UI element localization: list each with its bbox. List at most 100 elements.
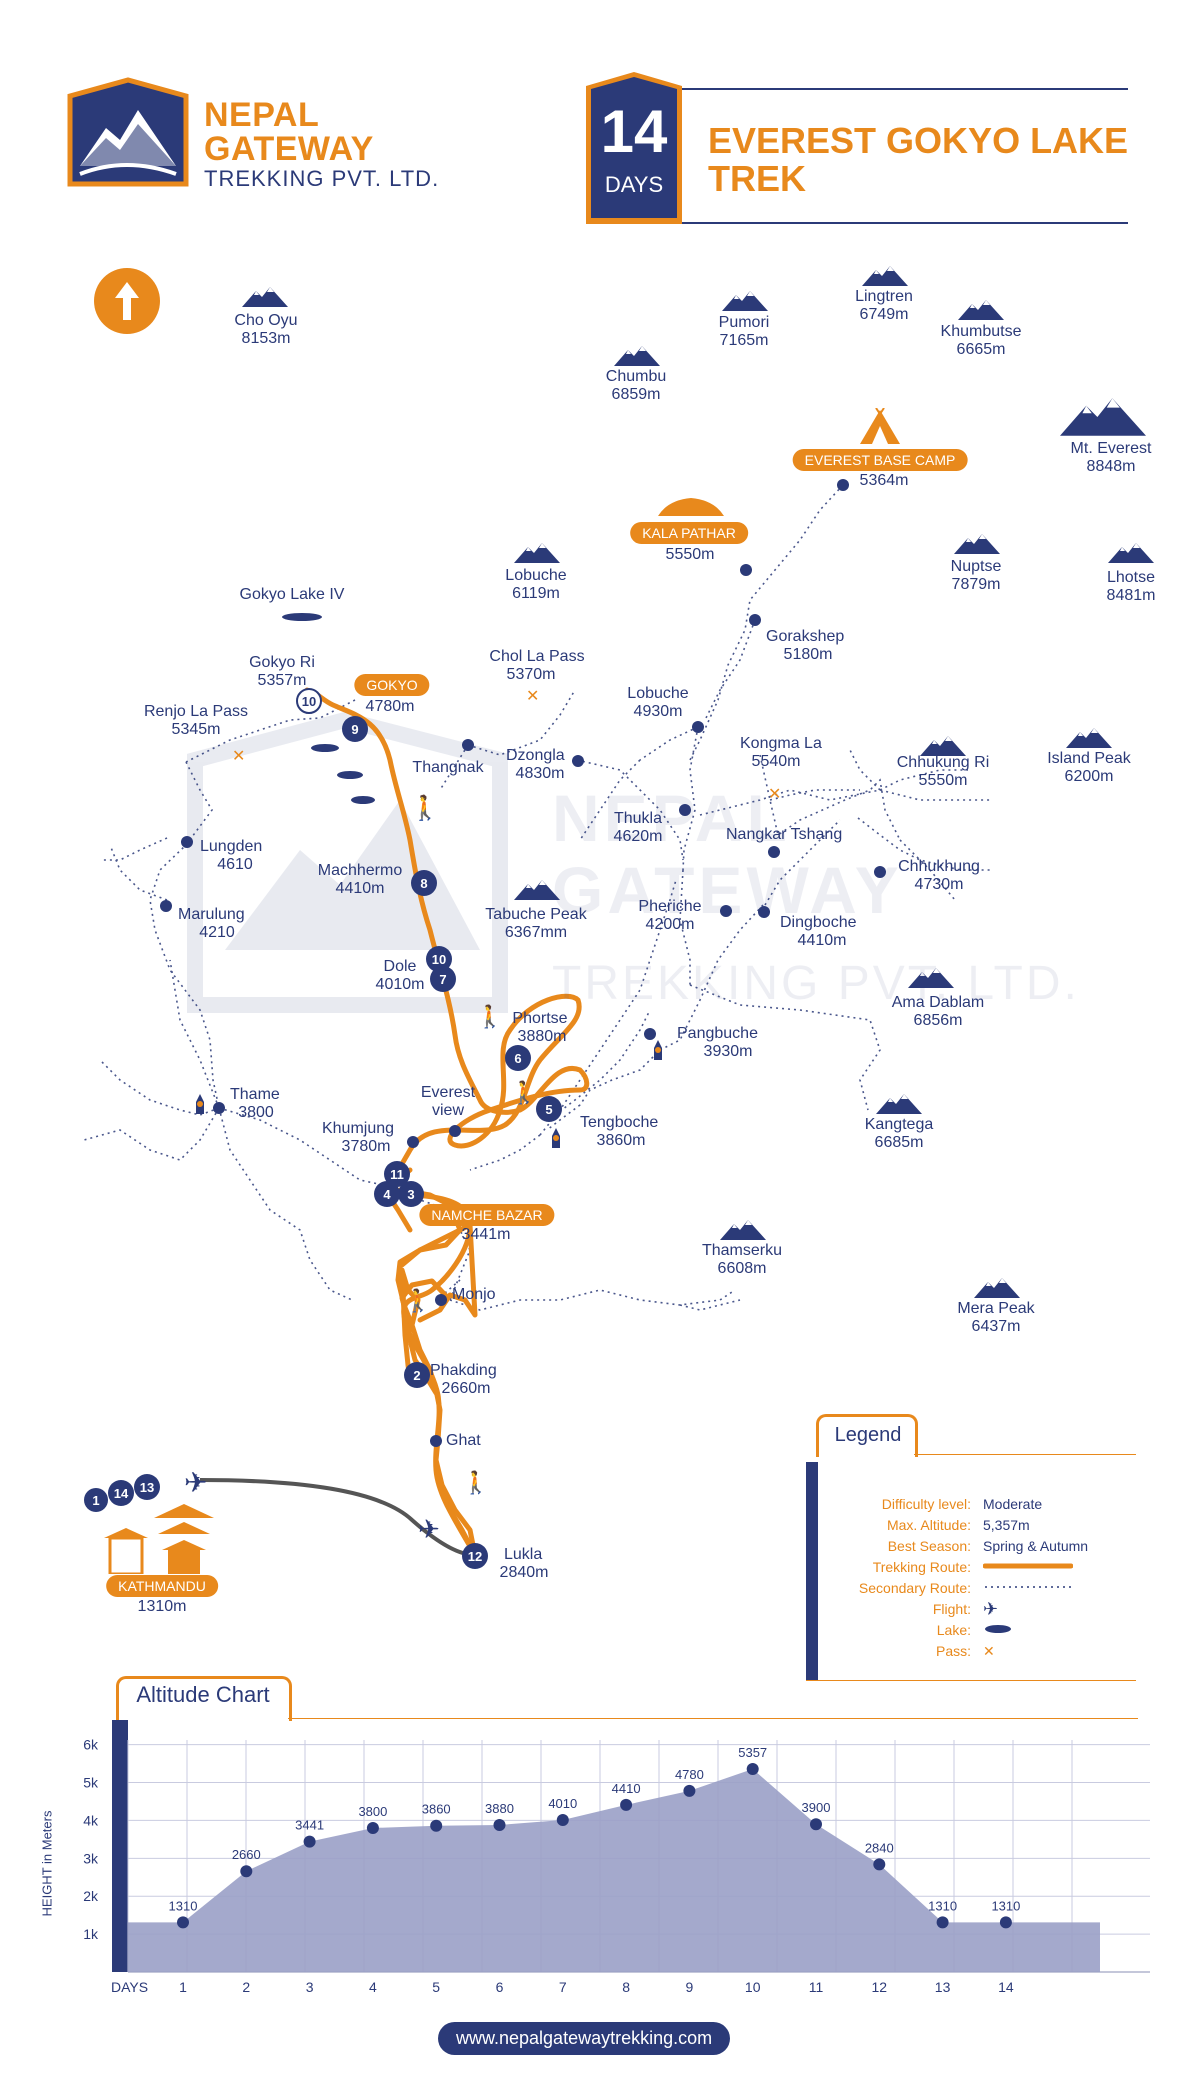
peak-name: Lhotse xyxy=(1106,569,1156,586)
legend-lake: Lake: xyxy=(816,1620,1136,1641)
data-point xyxy=(936,1916,949,1929)
day-marker: 9 xyxy=(342,716,368,742)
website-link[interactable]: www.nepalgatewaytrekking.com xyxy=(438,2022,731,2055)
monastery-icon xyxy=(654,1040,662,1060)
x-tick-label: 12 xyxy=(872,1979,888,1995)
peak-name: Thamserku xyxy=(701,1242,783,1259)
dingboche-name: Dingboche xyxy=(780,914,857,931)
everest-view-name-1: Everest xyxy=(420,1084,476,1101)
thukla-name: Thukla xyxy=(613,810,663,827)
day-marker: 2 xyxy=(404,1362,430,1388)
kathmandu-alt: 1310m xyxy=(137,1598,187,1615)
pheriche-name: Pheriche xyxy=(638,898,702,915)
airplane-icon: ✈ xyxy=(983,1599,999,1619)
data-label: 3880 xyxy=(485,1801,514,1816)
data-label: 4010 xyxy=(548,1796,577,1811)
thangnak-name: Thangnak xyxy=(412,759,484,776)
day-marker: 12 xyxy=(462,1543,488,1569)
data-label: 3800 xyxy=(358,1804,387,1819)
peak-name: Lobuche xyxy=(505,567,567,584)
mountain-icon xyxy=(862,266,908,286)
peak-name: Mt. Everest xyxy=(1070,440,1152,457)
gokyo-alt: 4780m xyxy=(365,698,415,715)
mountain-icon xyxy=(1066,728,1112,748)
x-tick-label: 5 xyxy=(432,1979,440,1995)
days-label: DAYS xyxy=(604,172,664,197)
legend-difficulty: Difficulty level:Moderate xyxy=(816,1494,1136,1515)
data-label: 2660 xyxy=(232,1847,261,1862)
lobuche-alt: 4930m xyxy=(633,703,683,720)
data-point xyxy=(810,1818,822,1831)
marulung-name: Marulung xyxy=(178,906,245,923)
data-label: 4410 xyxy=(612,1781,641,1796)
marulung-alt: 4210 xyxy=(199,924,235,941)
peak-altitude: 6665m xyxy=(956,341,1006,358)
hiker-icon: 🚶 xyxy=(404,1288,432,1313)
kala-pathar-hill-icon xyxy=(658,498,724,516)
phortse-alt: 3880m xyxy=(517,1028,567,1045)
peak-name: Island Peak xyxy=(1047,750,1131,767)
peak-altitude: 6437m xyxy=(971,1318,1021,1335)
legend-key: Pass: xyxy=(935,1643,971,1659)
legend-value: Moderate xyxy=(983,1496,1043,1512)
x-tick-label: 11 xyxy=(809,1979,824,1995)
watermark-text-1: NEPAL xyxy=(552,781,791,855)
peak-altitude: 8848m xyxy=(1086,458,1136,475)
dingboche-alt: 4410m xyxy=(797,932,847,949)
mountain-icon xyxy=(242,287,288,307)
ghat-name: Ghat xyxy=(446,1432,481,1449)
legend-value: 5,357m xyxy=(983,1517,1030,1533)
day-marker: 5 xyxy=(536,1096,562,1122)
chhukhung-name: Chhukhung xyxy=(898,858,980,875)
lobuche-name: Lobuche xyxy=(627,685,689,702)
y-tick-label: 3k xyxy=(83,1850,99,1866)
mountain-icon xyxy=(1060,398,1146,436)
gokyo-ri-name: Gokyo Ri xyxy=(249,654,315,671)
mountain-icon xyxy=(954,534,1000,554)
namche-alt: 3441m xyxy=(461,1226,511,1243)
pheriche-alt: 4200m xyxy=(645,916,695,933)
secondary-route-swatch xyxy=(983,1578,1073,1599)
tengboche-alt: 3860m xyxy=(596,1132,646,1149)
data-point xyxy=(746,1763,759,1776)
x-tick-label: 1 xyxy=(179,1979,187,1995)
peak-altitude: 6856m xyxy=(913,1012,963,1029)
y-tick-label: 2k xyxy=(83,1888,99,1904)
renjo-la-name: Renjo La Pass xyxy=(143,703,249,720)
pass-icon: ✕ xyxy=(526,688,540,705)
peak-name: Mera Peak xyxy=(957,1300,1035,1317)
day-marker: 14 xyxy=(108,1480,134,1506)
peak-altitude: 7879m xyxy=(951,576,1001,593)
mountain-icon xyxy=(908,968,954,988)
y-tick-label: 6k xyxy=(83,1737,99,1753)
dole-alt: 4010m xyxy=(375,976,425,993)
x-tick-label: 4 xyxy=(369,1979,377,1995)
place-dots xyxy=(160,479,886,1447)
hiker-icon: 🚶 xyxy=(462,1470,490,1495)
brand-logo-icon xyxy=(66,76,190,193)
peak-altitude: 6685m xyxy=(874,1134,924,1151)
data-point xyxy=(240,1865,253,1878)
chol-la-alt: 5370m xyxy=(506,666,556,683)
peak-name: Lingtren xyxy=(855,288,913,305)
y-axis-title: HEIGHT in Meters xyxy=(39,1810,55,1917)
dzongla-alt: 4830m xyxy=(515,765,565,782)
day-marker: 6 xyxy=(505,1045,531,1071)
brand-subtitle: TREKKING PVT. LTD. xyxy=(204,166,440,191)
legend-key: Max. Altitude: xyxy=(886,1517,971,1533)
dzongla-name: Dzongla xyxy=(506,747,565,764)
watermark-logo-icon xyxy=(187,711,508,1013)
pagoda-icon xyxy=(104,1504,214,1574)
day-marker: 8 xyxy=(411,870,437,896)
data-point xyxy=(177,1916,189,1929)
thame-name: Thame xyxy=(230,1086,280,1103)
legend-secondary: Secondary Route: xyxy=(816,1578,1136,1599)
day-marker: 13 xyxy=(134,1474,160,1500)
airplane-icon: ✈ xyxy=(184,1467,208,1498)
legend-season: Best Season:Spring & Autumn xyxy=(816,1536,1136,1557)
mountain-icon xyxy=(920,736,966,756)
hiker-icon: 🚶 xyxy=(410,795,440,822)
watermark-text-2: GATEWAY xyxy=(552,853,903,927)
lake-icon xyxy=(983,1620,1013,1641)
peak-altitude: 6608m xyxy=(717,1260,767,1277)
